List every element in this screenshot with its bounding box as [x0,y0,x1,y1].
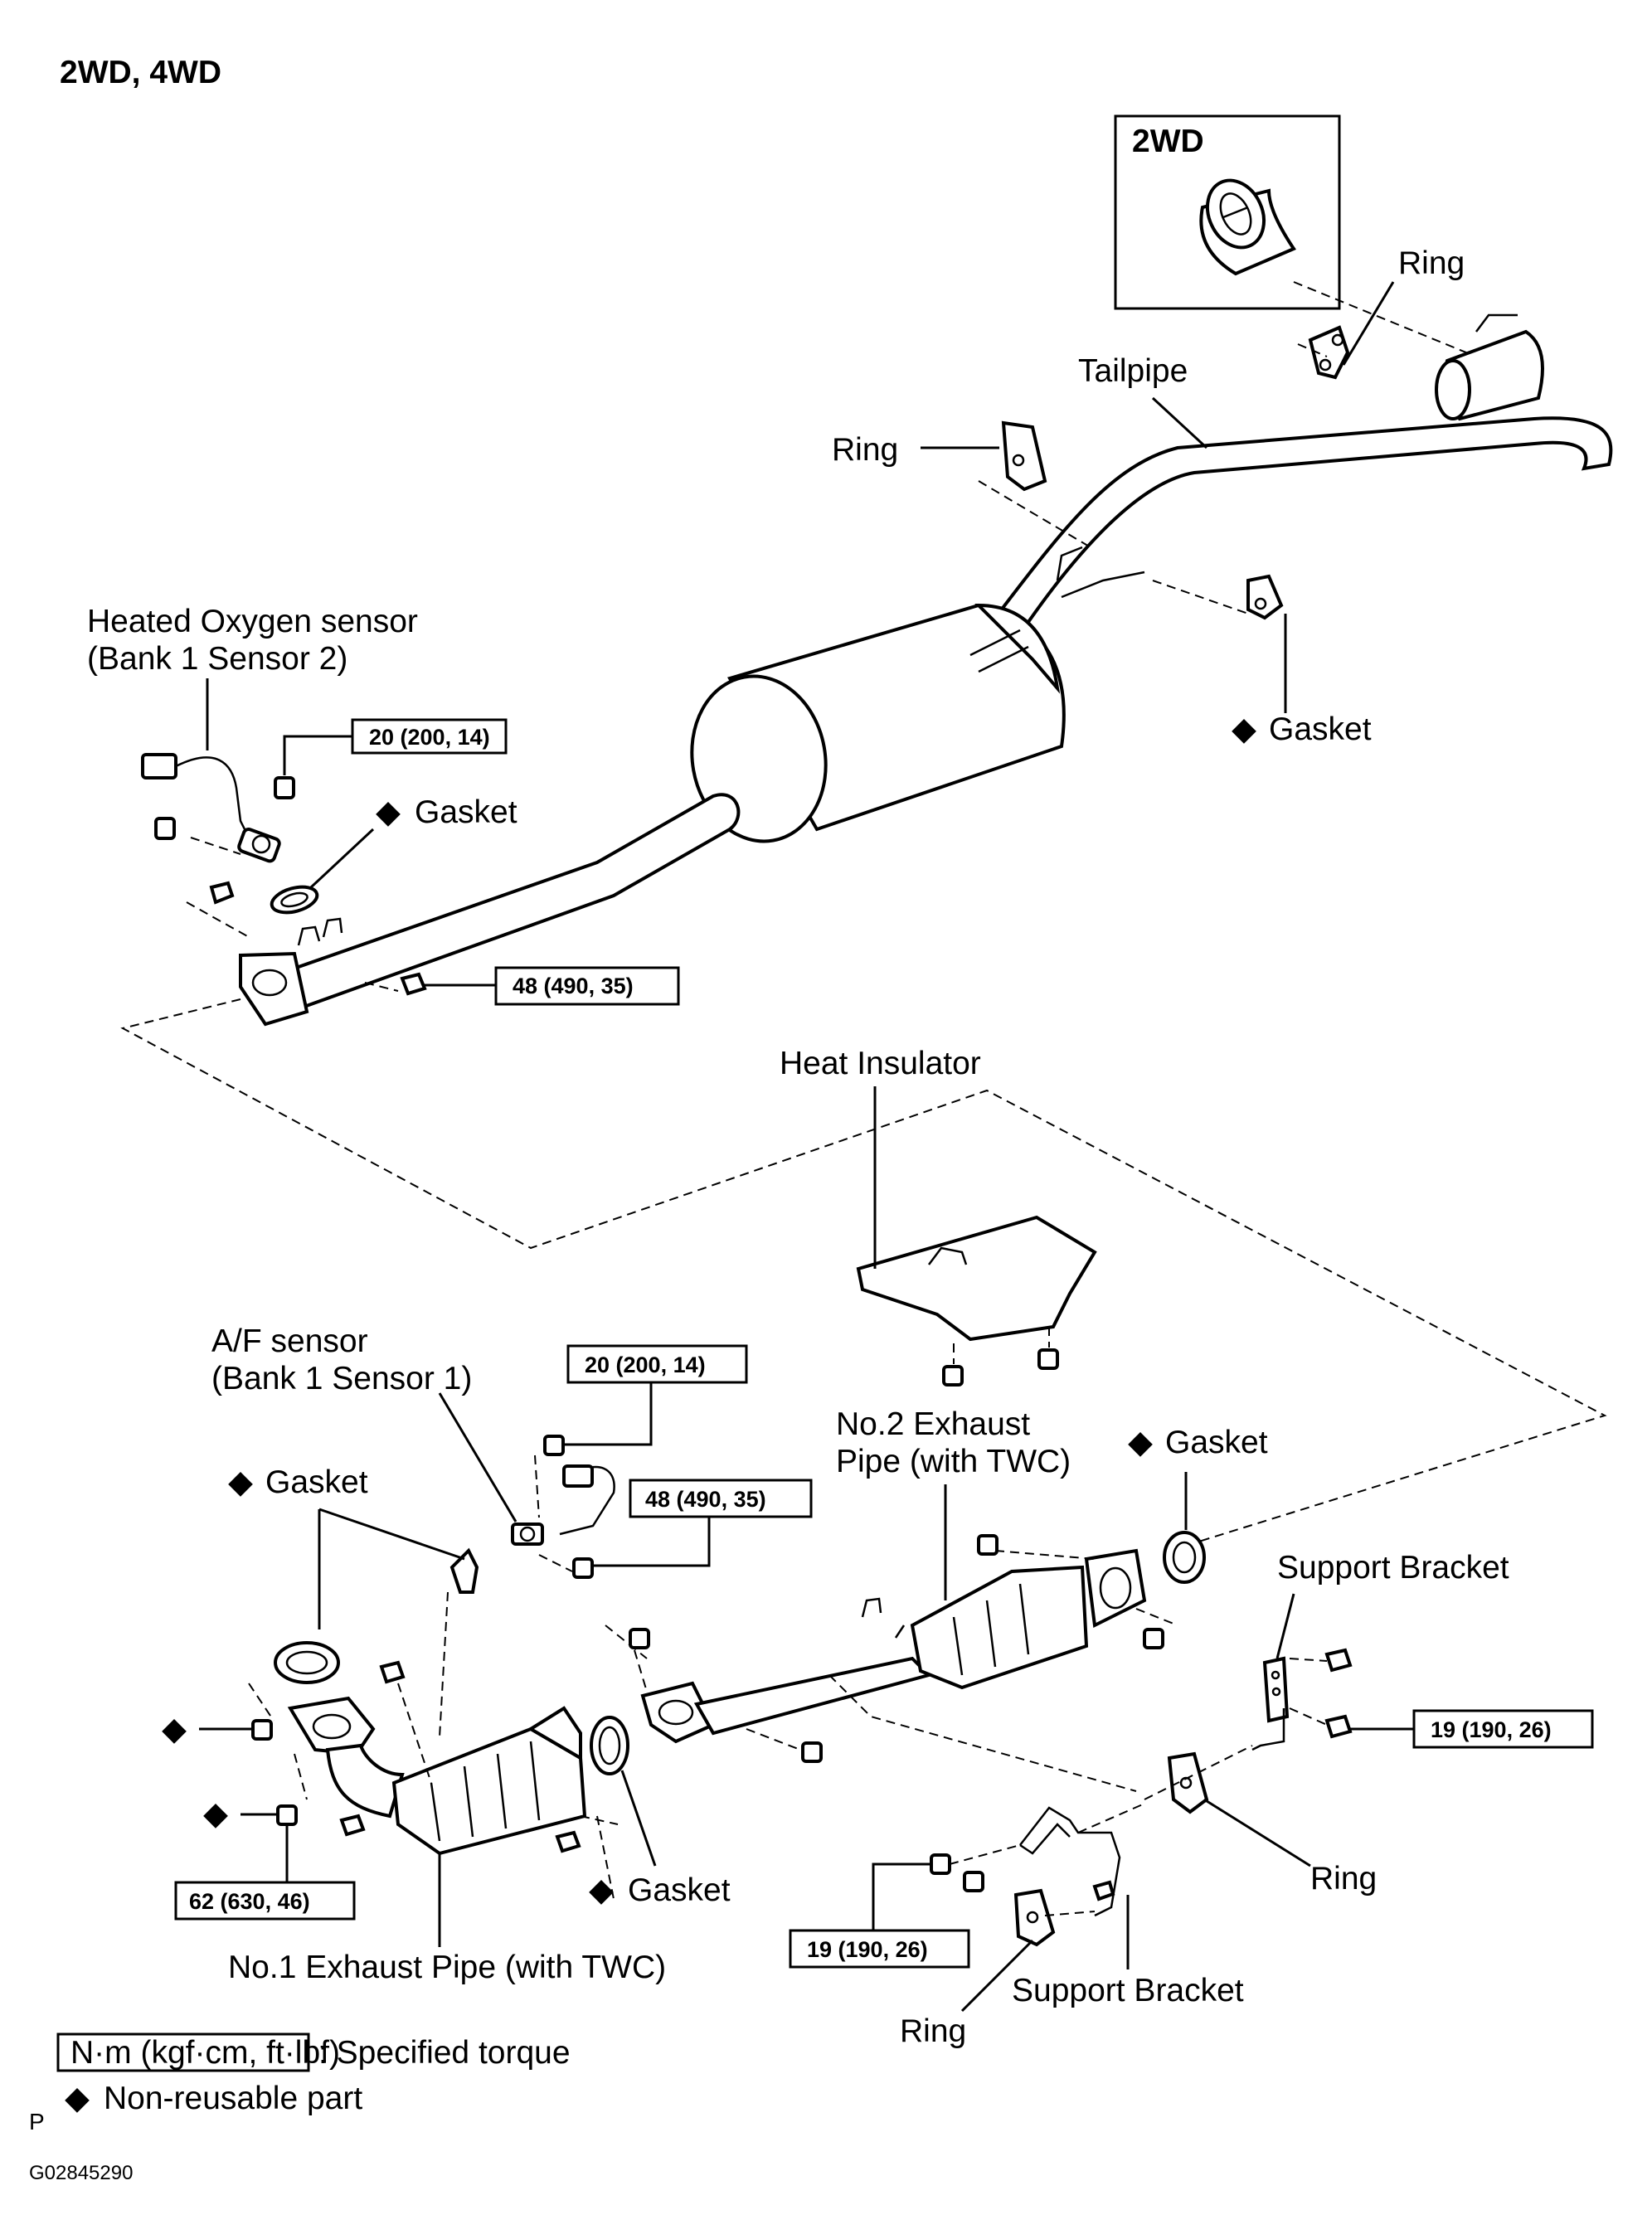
no2-bolt-4 [801,1741,823,1763]
no2-exhaust-pipe-part [640,1548,1147,1744]
torque-box-ho2s: 20 (200, 14) [351,718,508,755]
label-no1-pipe: No.1 Exhaust Pipe (with TWC) [228,1950,666,1985]
ho2s-nut-lower [154,817,176,840]
muffler [690,603,1066,843]
ho2s-bolt [209,881,235,905]
support-bracket-bottom-part [1019,1806,1121,1917]
tailpipe-tip-illustration [1199,178,1296,276]
no2-gasket-part [1163,1531,1206,1584]
heat-insulator-part [856,1215,1097,1342]
label-gasket-center: Gasket [628,1872,731,1908]
manifold-nut-1 [251,1719,273,1741]
inset-title: 2WD [1132,124,1204,159]
manifold-gasket-part [274,1641,340,1684]
manifold-bolt-2 [339,1814,366,1837]
no1-exhaust-pipe-part [287,1696,587,1856]
support-bracket-right-part [1251,1656,1290,1751]
legend-diamond: ◆ [65,2081,90,2116]
ring-bottom-part [1013,1888,1056,1947]
label-gasket-no2: Gasket [1165,1425,1268,1460]
footer-code: G02845290 [29,2162,133,2184]
label-ring-mid: Ring [832,432,898,468]
legend: N·m (kgf·cm, ft·lbf) : Specified torque … [56,2032,571,2116]
af-gasket-part [449,1547,479,1594]
footer-mark: P [29,2109,45,2134]
nonreusable-mark-gasket-left: ◆ [228,1464,253,1500]
torque-bracket-bottom-value: 19 (190, 26) [807,1937,928,1962]
nonreusable-mark-gasket-center: ◆ [589,1872,614,1908]
no2-bolt-1 [977,1534,998,1556]
ring-top-part [1308,325,1350,380]
legend-diamond-desc: Non-reusable part [104,2081,362,2116]
torque-box-front-pipe: 48 (490, 35) [494,966,680,1006]
gasket-right-part [1246,574,1284,620]
torque-front-pipe-value: 48 (490, 35) [513,974,634,998]
insulator-nut-1 [942,1365,964,1387]
ring-right-part [1167,1751,1209,1814]
torque-box-bracket-bottom: 19 (190, 26) [789,1929,970,1969]
label-support-bracket-bottom: Support Bracket [1012,1973,1244,2008]
label-tailpipe: Tailpipe [1078,353,1188,389]
nonreusable-mark-gasket-no2: ◆ [1128,1425,1153,1460]
label-ho2s-line2: (Bank 1 Sensor 2) [87,641,347,677]
inset-2wd-box: 2WD [1114,114,1341,310]
center-gasket-part [590,1716,629,1775]
tailpipe [992,313,1613,624]
bottom-bracket-nut-1 [930,1853,951,1875]
twc-bolt [555,1830,581,1853]
torque-ho2s-value: 20 (200, 14) [369,725,490,750]
torque-manifold-value: 62 (630, 46) [189,1889,310,1914]
torque-bracket-right-value: 19 (190, 26) [1431,1717,1552,1742]
label-no2-line1: No.2 Exhaust [836,1406,1030,1442]
torque-box-af-flange: 48 (490, 35) [629,1479,813,1518]
label-ho2s-line1: Heated Oxygen sensor [87,604,418,639]
af-sensor-part [511,1464,615,1546]
label-ring-top: Ring [1398,245,1465,281]
af-nut [543,1435,565,1456]
insulator-nut-2 [1037,1348,1059,1370]
label-af-line2: (Bank 1 Sensor 1) [211,1361,472,1396]
label-no2-line2: Pipe (with TWC) [836,1444,1071,1479]
label-heat-insulator: Heat Insulator [780,1046,981,1081]
legend-unit: N·m (kgf·cm, ft·lbf) [70,2035,340,2071]
bottom-bracket-nut-2 [963,1871,984,1892]
torque-box-manifold: 62 (630, 46) [174,1881,356,1921]
nonreusable-mark-gasket-ho2s: ◆ [376,794,401,830]
nonreusable-mark-gasket-right: ◆ [1232,711,1256,747]
torque-box-af-sensor: 20 (200, 14) [566,1344,748,1384]
bracket-bolt-1 [1324,1648,1353,1673]
nonreusable-mark-nut-1: ◆ [162,1712,187,1747]
torque-af-sensor-value: 20 (200, 14) [585,1353,706,1377]
torque-box-bracket-right: 19 (190, 26) [1412,1709,1594,1749]
bracket-bolt-2 [1324,1714,1353,1739]
label-af-line1: A/F sensor [211,1323,368,1359]
ho2s-nut [274,776,295,799]
manifold-nut-2 [276,1804,298,1826]
no2-bolt-2 [1143,1628,1164,1649]
front-pipe-bolt [400,972,427,996]
page-title: 2WD, 4WD [60,55,221,90]
ring-mid-part [1001,420,1047,492]
label-gasket-ho2s: Gasket [415,794,517,830]
torque-af-flange-value: 48 (490, 35) [645,1487,766,1512]
manifold-bolt [379,1660,406,1684]
label-ring-bottom: Ring [900,2013,966,2049]
label-ring-right: Ring [1310,1861,1377,1896]
label-gasket-right: Gasket [1269,711,1372,747]
nonreusable-mark-nut-2: ◆ [203,1796,228,1832]
label-support-bracket-right: Support Bracket [1277,1550,1509,1586]
bottom-bolt-small [1092,1880,1115,1901]
front-pipe [239,793,741,1027]
legend-unit-desc: : Specified torque [318,2035,571,2071]
ho2s-gasket-part [270,885,319,915]
heated-oxygen-sensor-part [141,753,281,863]
label-gasket-left: Gasket [265,1464,368,1500]
no2-bolt-3 [629,1628,650,1649]
af-flange-nut [572,1557,594,1579]
